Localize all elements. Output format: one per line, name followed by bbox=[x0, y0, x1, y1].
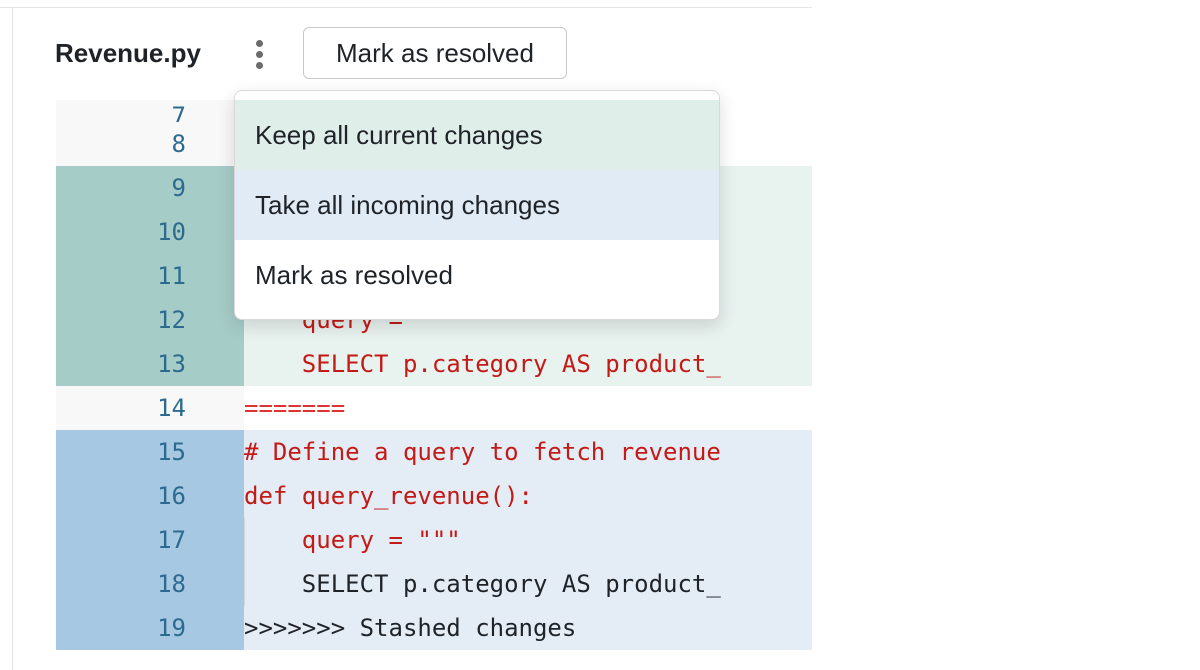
line-number: 10 bbox=[56, 210, 244, 254]
code-line-incoming: 16 def query_revenue(): bbox=[56, 474, 812, 518]
line-number: 9 bbox=[56, 166, 244, 210]
line-number: 18 bbox=[56, 562, 244, 606]
line-number: 11 bbox=[56, 254, 244, 298]
merge-editor-panel: Revenue.py Mark as resolved 7 any_d 8 9 … bbox=[0, 7, 812, 670]
conflict-actions-menu: Keep all current changes Take all incomi… bbox=[234, 90, 720, 320]
line-number: 16 bbox=[56, 474, 244, 518]
mark-as-resolved-button[interactable]: Mark as resolved bbox=[303, 27, 567, 79]
line-number: 12 bbox=[56, 298, 244, 342]
line-number: 15 bbox=[56, 430, 244, 474]
code-line-separator: 14 ======= bbox=[56, 386, 812, 430]
code-line-current: 13 SELECT p.category AS product_ bbox=[56, 342, 812, 386]
menu-item-take-incoming[interactable]: Take all incoming changes bbox=[235, 170, 719, 240]
code-text: def query_revenue(): bbox=[244, 474, 812, 518]
line-number: 19 bbox=[56, 606, 244, 650]
code-text: SELECT p.category AS product_ bbox=[244, 562, 812, 606]
panel-top-border bbox=[0, 7, 812, 8]
line-number: 14 bbox=[56, 386, 244, 430]
code-line-incoming: 18 SELECT p.category AS product_ bbox=[56, 562, 812, 606]
code-line-incoming: 19 >>>>>>> Stashed changes bbox=[56, 606, 812, 650]
kebab-menu-icon bbox=[255, 39, 263, 47]
code-line-incoming: 15 # Define a query to fetch revenue bbox=[56, 430, 812, 474]
code-text: query = """ bbox=[244, 518, 812, 562]
line-number: 13 bbox=[56, 342, 244, 386]
line-number: 7 bbox=[56, 100, 244, 130]
line-number: 8 bbox=[56, 122, 244, 166]
conflict-separator: ======= bbox=[244, 386, 812, 430]
code-text: # Define a query to fetch revenue bbox=[244, 430, 812, 474]
more-options-button[interactable] bbox=[244, 34, 274, 74]
indent-guide bbox=[244, 518, 245, 562]
file-title: Revenue.py bbox=[55, 38, 201, 68]
code-text: SELECT p.category AS product_ bbox=[244, 342, 812, 386]
indent-guide bbox=[244, 562, 245, 606]
kebab-menu-icon bbox=[255, 61, 263, 69]
panel-left-border bbox=[12, 8, 13, 670]
line-number: 17 bbox=[56, 518, 244, 562]
code-line-incoming: 17 query = """ bbox=[56, 518, 812, 562]
menu-item-keep-current[interactable]: Keep all current changes bbox=[235, 100, 719, 170]
conflict-marker-incoming: >>>>>>> Stashed changes bbox=[244, 606, 812, 650]
kebab-menu-icon bbox=[255, 50, 263, 58]
menu-item-mark-resolved[interactable]: Mark as resolved bbox=[235, 240, 719, 310]
